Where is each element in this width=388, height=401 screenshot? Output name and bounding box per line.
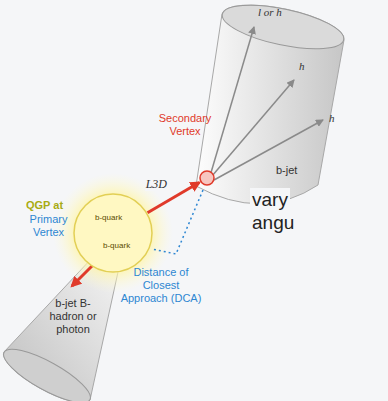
jet-label: b-jet B-hadron or photon: [44, 297, 102, 336]
particle-track: [212, 80, 294, 176]
cone-opening: [0, 340, 97, 401]
edge-label: L3D: [145, 177, 168, 191]
cone-opening: [219, 0, 348, 57]
vertex-label: Primary Vertex: [26, 213, 71, 239]
track-label: h: [299, 60, 305, 73]
vertex-circle: [74, 194, 152, 272]
vertex-label: Secondary Vertex: [145, 112, 225, 138]
qgp-label: QGP at: [26, 199, 63, 212]
secondary-vertex-circle: Secondary Vertex: [199, 170, 215, 186]
track-label: l or h: [258, 6, 282, 19]
quark-label: b-quark: [95, 213, 122, 223]
dca-label: Distance of Closest Approach (DCA): [118, 266, 204, 305]
track-label: h: [329, 112, 335, 125]
quark-label: b-quark: [103, 241, 130, 251]
jet-label: b-jet: [276, 164, 297, 177]
particle-track: [214, 120, 323, 180]
dca-line: [152, 190, 203, 254]
slide-text: angu: [250, 211, 296, 234]
primary-vertex-circle: QGP atPrimary Vertexb-quarkb-quark: [73, 193, 153, 273]
node-outline: [73, 193, 153, 273]
slide-text: vary: [250, 188, 290, 211]
node-outline: [199, 170, 215, 186]
vertex-circle: [200, 171, 214, 185]
